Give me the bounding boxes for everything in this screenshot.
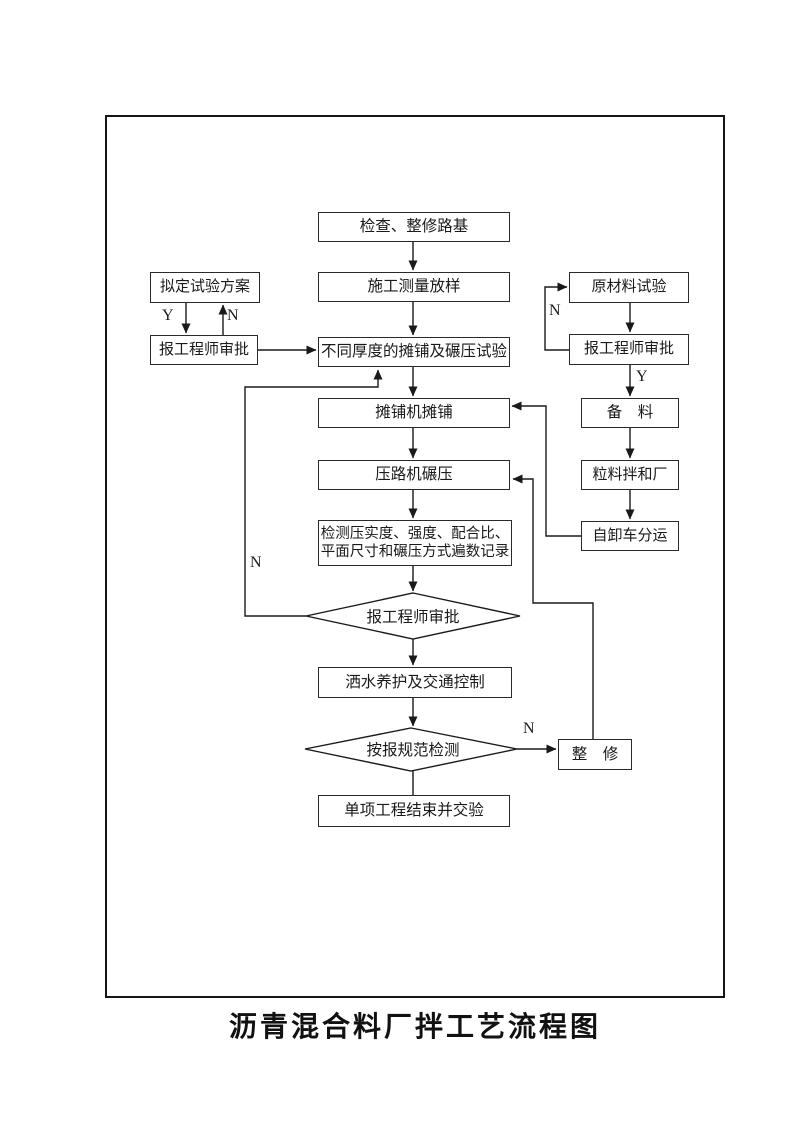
edge-label-n-to-repair: N [523,720,535,737]
decision-diamond-approve [305,592,521,640]
edge-truck-to-paver [511,401,582,537]
node-draft-test-plan: 拟定试验方案 [150,272,260,303]
edge-label-n-loop-left: N [250,554,262,571]
node-dump-truck: 自卸车分运 [581,521,679,551]
node-approve-left: 报工程师审批 [150,335,258,365]
node-prepare-material: 备 料 [581,398,679,428]
decision-approve-label: 报工程师审批 [366,609,460,626]
edge-decision1-n-loop [244,369,383,617]
edge-repair-to-roller-loop [512,474,594,739]
node-thickness-test: 不同厚度的摊铺及碾压试验 [318,337,510,367]
node-paver: 摊铺机摊铺 [318,398,510,428]
node-survey-layout: 施工测量放样 [318,272,510,302]
node-approve-right: 报工程师审批 [569,334,689,365]
node-inspection-record: 检测压实度、强度、配合比、 平面尺寸和碾压方式遍数记录 [318,520,512,566]
diagram-title: 沥青混合料厂拌工艺流程图 [228,1012,601,1043]
decision-inspect-label: 按报规范检测 [366,742,460,759]
edge-approve-n-loop [544,282,569,351]
node-final-handover: 单项工程结束并交验 [318,795,510,827]
edge-label-n-left: N [227,307,239,324]
edge-label-y-left: Y [162,307,174,324]
edge-label-y-right: Y [636,368,648,385]
node-mixing-plant: 粒料拌和厂 [581,460,679,490]
node-check-roadbed: 检查、整修路基 [318,212,510,242]
node-raw-material-test: 原材料试验 [569,272,689,303]
node-roller: 压路机碾压 [318,460,510,490]
decision-diamond-inspect [304,727,518,772]
node-repair: 整 修 [558,739,632,770]
node-watering-control: 洒水养护及交通控制 [318,667,512,698]
edge-label-n-loop-right: N [549,302,561,319]
